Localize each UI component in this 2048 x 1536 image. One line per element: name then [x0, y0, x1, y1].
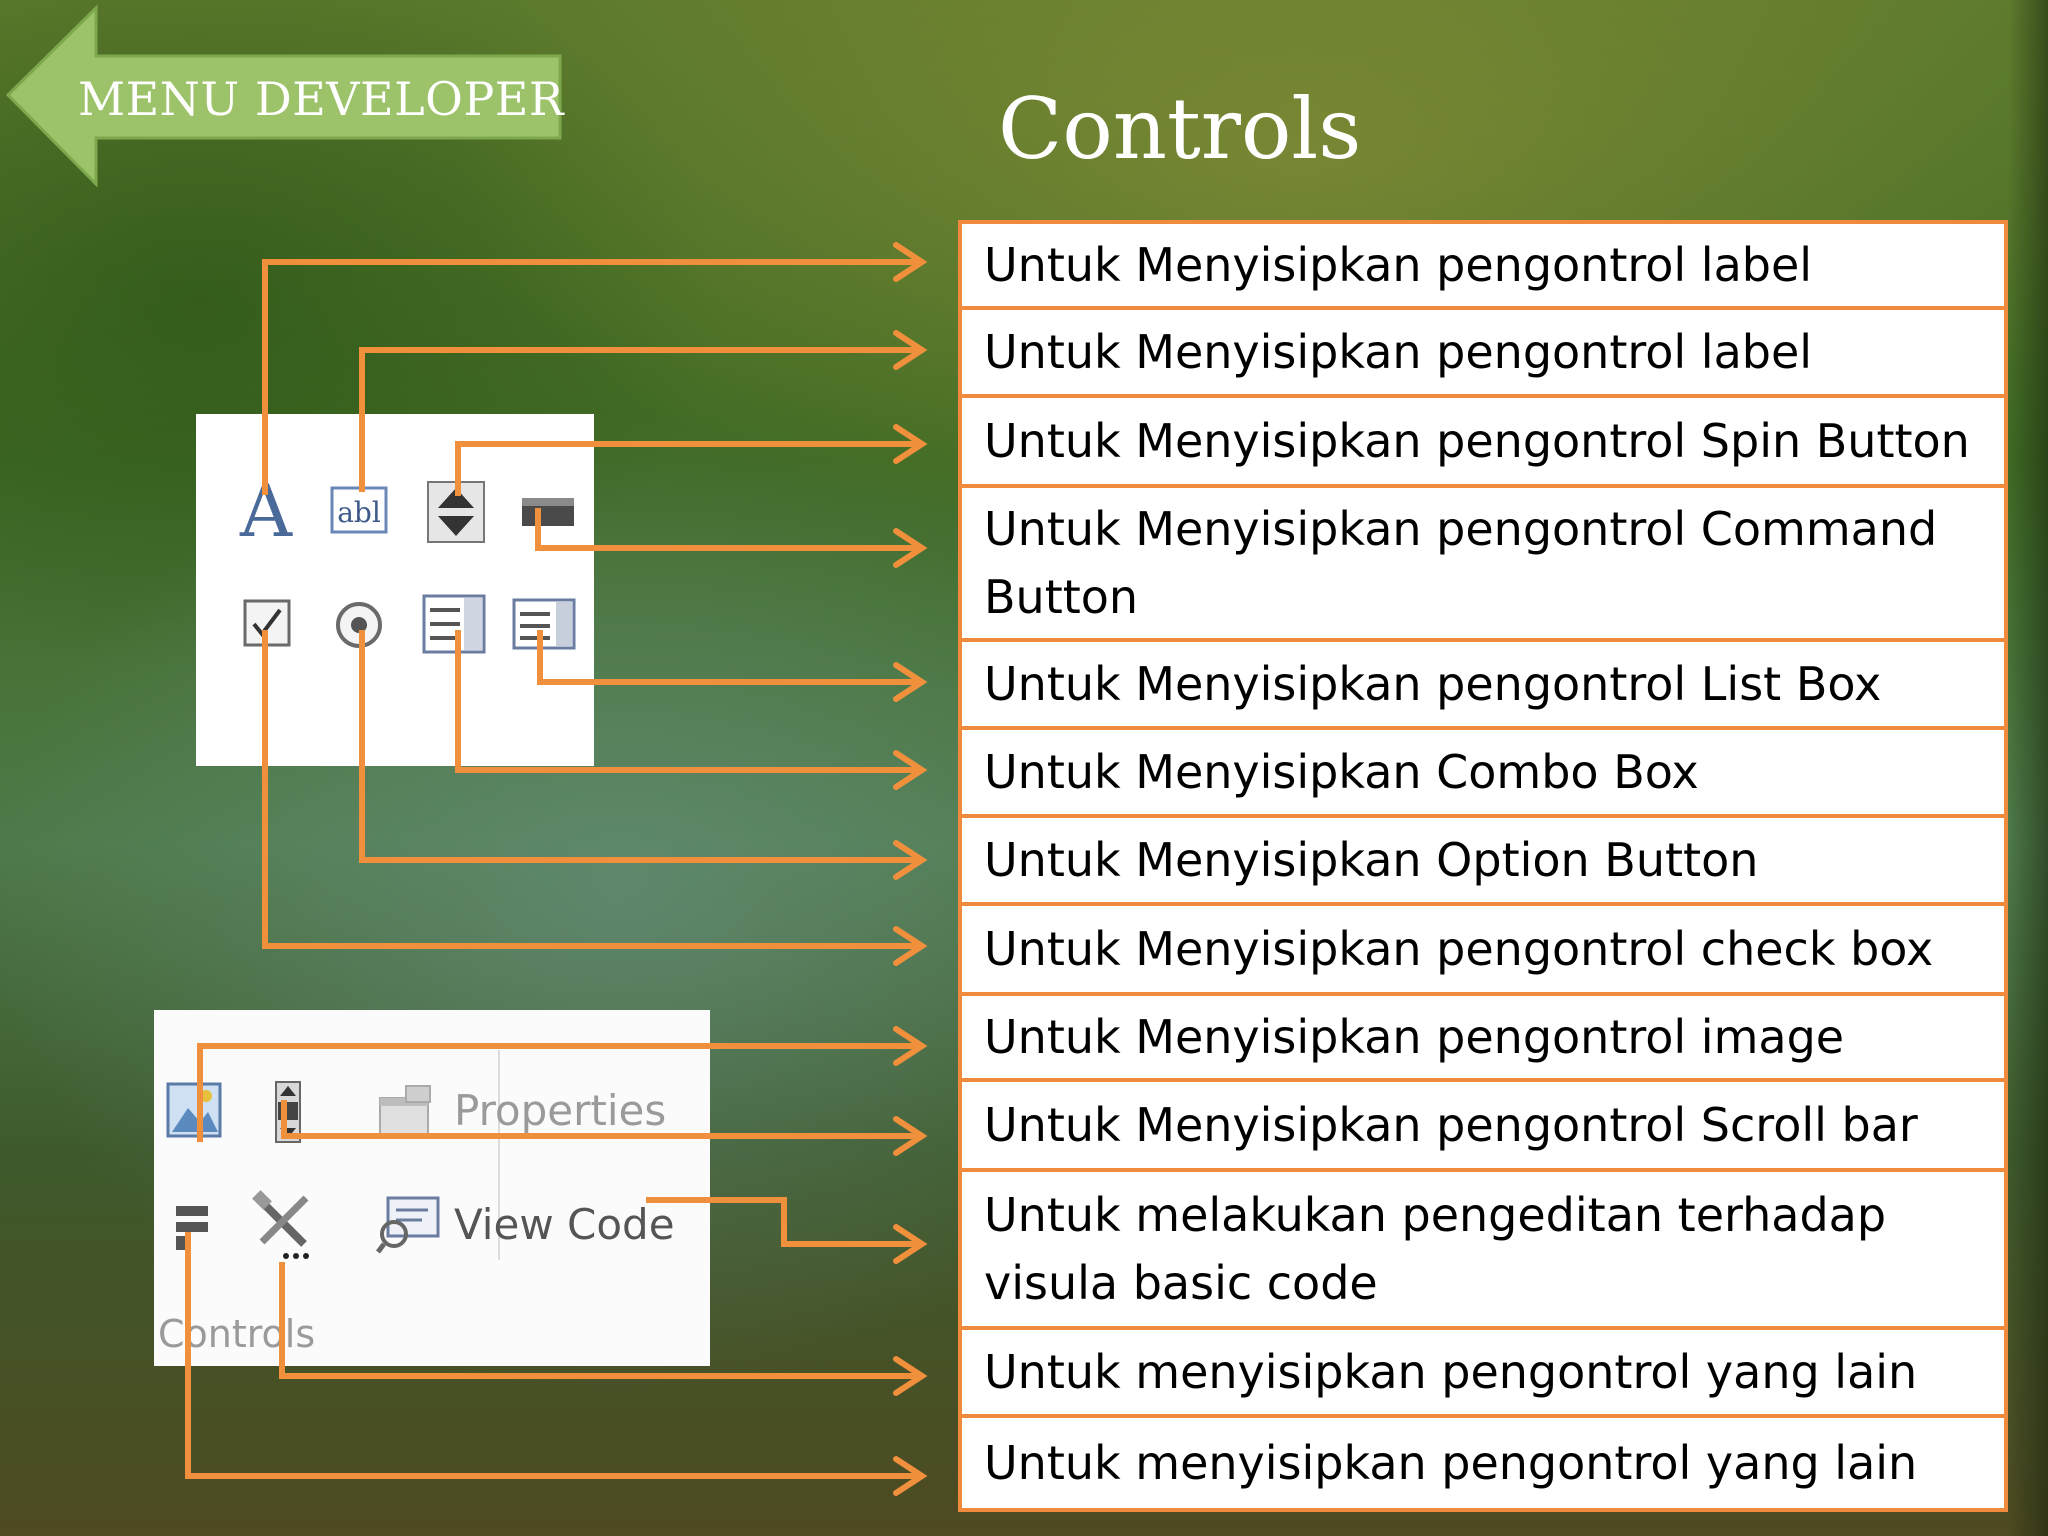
label-control-icon[interactable]: A	[236, 469, 296, 553]
more-controls-icon[interactable]	[172, 1196, 212, 1252]
description-box: Untuk Menyisipkan pengontrol Command But…	[958, 484, 2008, 642]
textbox-control-icon[interactable]: abl	[330, 484, 390, 536]
svg-text:A: A	[239, 474, 293, 544]
connector-line	[535, 508, 922, 551]
background-shade	[2008, 0, 2048, 1536]
description-box: Untuk Menyisipkan pengontrol Scroll bar	[958, 1078, 2008, 1172]
ribbon-separator	[498, 1050, 500, 1260]
connector-arrowhead	[893, 1026, 928, 1066]
description-box: Untuk Menyisipkan pengontrol Spin Button	[958, 394, 2008, 488]
list-box-control-icon[interactable]	[512, 598, 576, 650]
option-button-control-icon[interactable]	[334, 600, 384, 650]
description-box: Untuk menyisipkan pengontrol yang lain	[958, 1414, 2008, 1512]
connector-arrowhead	[893, 1456, 928, 1496]
view-code-icon[interactable]	[376, 1194, 442, 1256]
controls-ribbon-group: Properties View Code Controls	[154, 1010, 710, 1366]
back-arrow-icon	[5, 4, 562, 188]
back-arrow-button[interactable]: MENU DEVELOPER	[0, 0, 580, 200]
connector-arrowhead	[893, 662, 928, 702]
connector-arrowhead	[893, 330, 928, 370]
form-controls-panel: A abl	[196, 414, 594, 766]
connector-arrowhead	[893, 424, 928, 464]
checkbox-control-icon[interactable]	[242, 598, 292, 648]
connector-arrowhead	[893, 528, 928, 568]
connector-arrowhead	[893, 926, 928, 966]
description-box: Untuk Menyisipkan Combo Box	[958, 726, 2008, 818]
connector-line	[537, 630, 922, 685]
spin-button-control-icon[interactable]	[426, 480, 486, 544]
description-box: Untuk Menyisipkan pengontrol check box	[958, 902, 2008, 996]
connector-arrowhead	[893, 1116, 928, 1156]
command-button-control-icon[interactable]	[518, 494, 578, 534]
description-box: Untuk Menyisipkan pengontrol List Box	[958, 638, 2008, 730]
description-box: Untuk Menyisipkan pengontrol label	[958, 220, 2008, 310]
scroll-bar-control-icon[interactable]	[268, 1080, 308, 1144]
connector-arrowhead	[893, 1356, 928, 1396]
connector-arrowhead	[893, 1224, 928, 1264]
description-box: Untuk Menyisipkan Option Button	[958, 814, 2008, 906]
page-title: Controls	[998, 80, 1362, 178]
combo-box-control-icon[interactable]	[422, 594, 486, 654]
description-box: Untuk Menyisipkan pengontrol label	[958, 306, 2008, 398]
view-code-button-label[interactable]: View Code	[454, 1200, 675, 1249]
properties-icon[interactable]	[376, 1084, 436, 1140]
controls-group-label: Controls	[158, 1312, 316, 1356]
design-tools-icon[interactable]	[250, 1190, 320, 1262]
description-box: Untuk menyisipkan pengontrol yang lain	[958, 1326, 2008, 1418]
connector-arrowhead	[893, 750, 928, 790]
image-control-icon[interactable]	[166, 1082, 222, 1138]
connector-arrowhead	[893, 840, 928, 880]
description-box: Untuk Menyisipkan pengontrol image	[958, 992, 2008, 1082]
properties-button-label[interactable]: Properties	[454, 1086, 667, 1135]
connector-arrowhead	[893, 242, 928, 282]
description-box: Untuk melakukan pengeditan terhadap visu…	[958, 1168, 2008, 1330]
back-button-label: MENU DEVELOPER	[78, 72, 565, 126]
svg-text:abl: abl	[337, 496, 381, 529]
